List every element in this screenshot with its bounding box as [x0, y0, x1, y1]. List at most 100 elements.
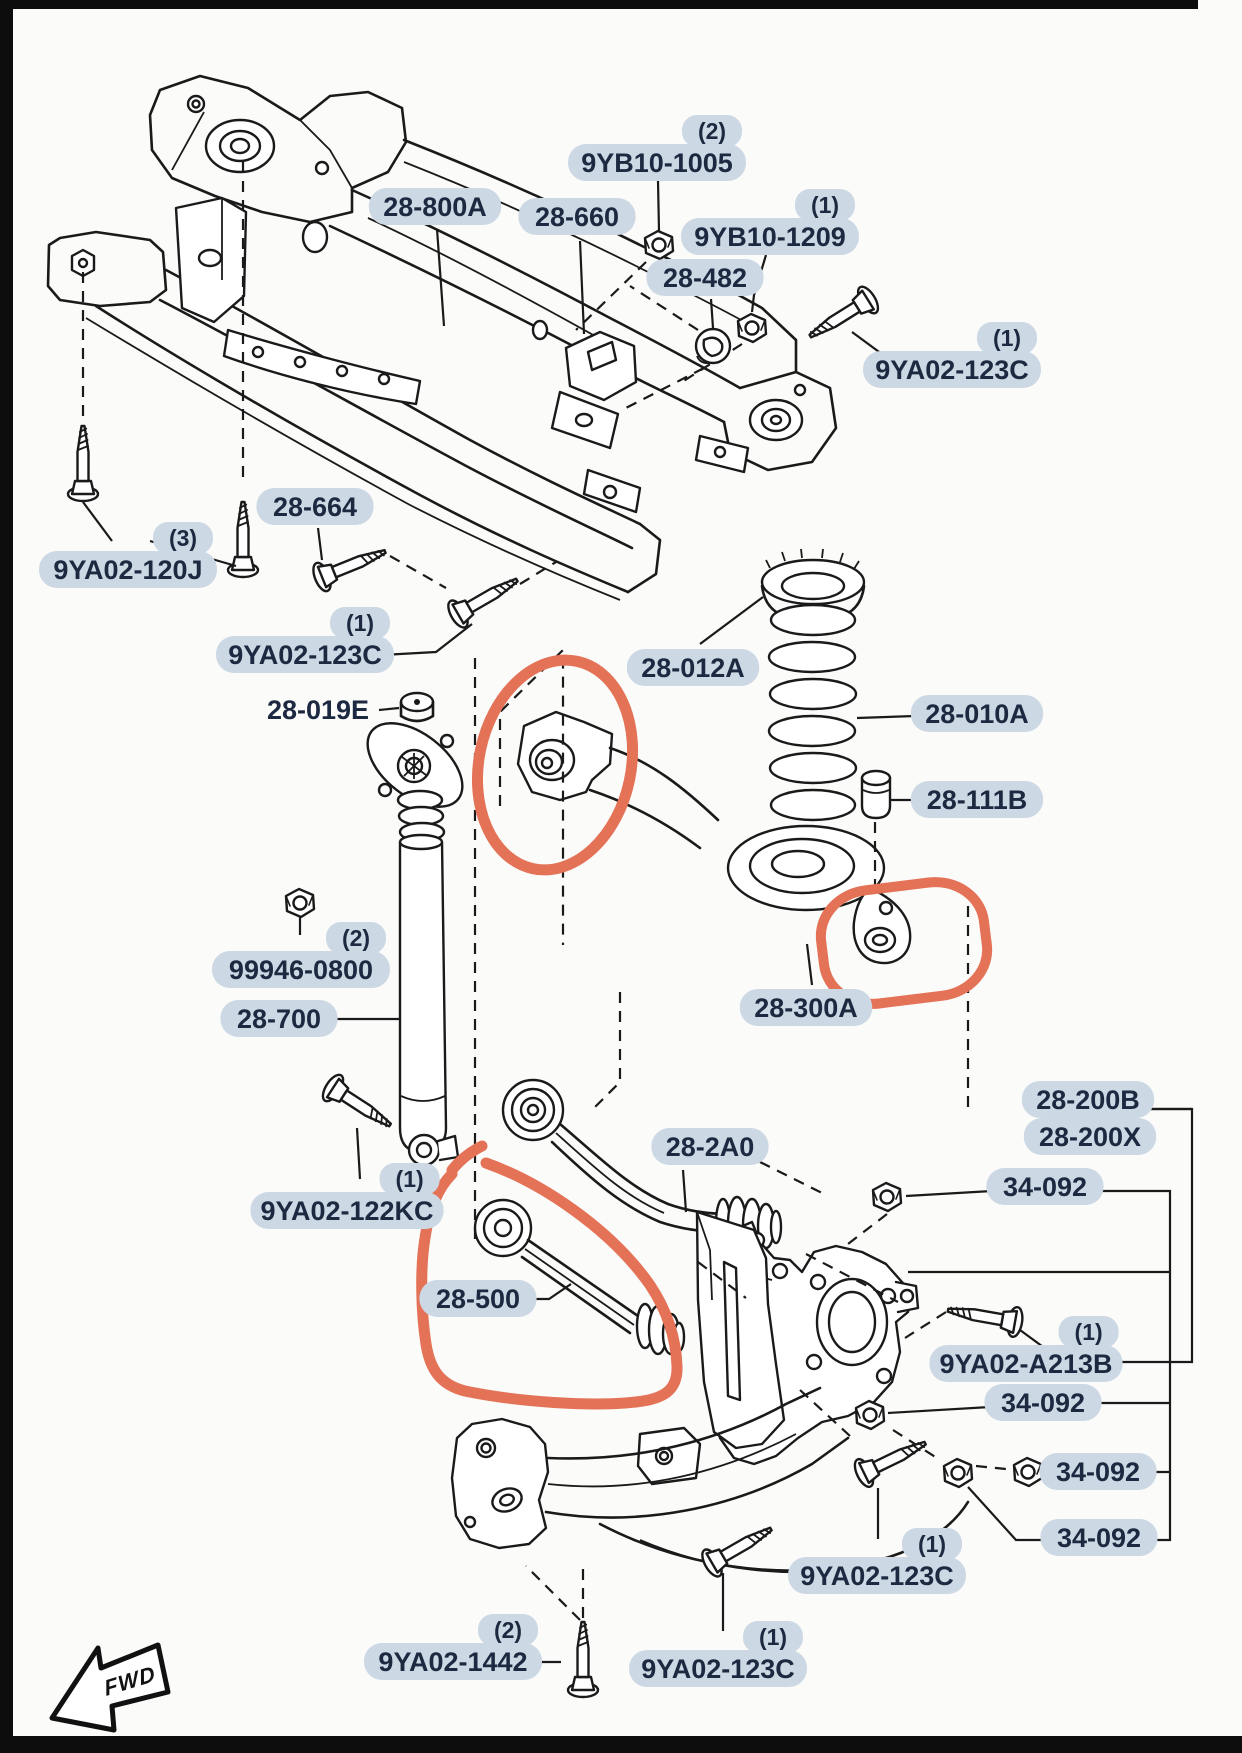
label-pill [651, 1128, 769, 1165]
construction-lines [81, 162, 1007, 1621]
label-pill [1021, 1081, 1155, 1118]
label-pill [256, 488, 374, 525]
part-qty: (1) [759, 1624, 787, 1650]
bolt-28-664 [308, 536, 392, 595]
qty-pill [795, 189, 855, 221]
label-pill [364, 1643, 542, 1680]
bump-stop [860, 769, 892, 820]
bolt-9YA02-122KC [317, 1070, 400, 1139]
part-number: 28-500 [436, 1284, 520, 1314]
label-pill [681, 218, 859, 255]
part-number: 28-200B [1036, 1085, 1140, 1115]
bolt-9YA02-1442 [566, 1620, 600, 1699]
leader-28-300a [805, 943, 814, 986]
label-pill [419, 1280, 537, 1317]
part-label-34-092: 34-092 [1040, 1519, 1158, 1556]
leader-9ya02-122kc [355, 1127, 362, 1180]
part-label-9ya02-123c: (1) 9YA02-123C [629, 1621, 807, 1687]
label-pill [1040, 1519, 1158, 1556]
part-label-28-012a: 28-012A [626, 649, 760, 686]
nut-9YB10-1005 [643, 229, 675, 261]
part-number: 28-010A [925, 699, 1029, 729]
part-number: 9YB10-1005 [581, 148, 733, 178]
part-label-9ya02-123c: (1)9YA02-123C [788, 1528, 966, 1594]
part-label-9ya02-1442: (2)9YA02-1442 [364, 1614, 542, 1680]
part-number: 28-200X [1039, 1122, 1141, 1152]
part-number: 99946-0800 [229, 955, 373, 985]
label-pill [220, 1000, 338, 1037]
part-label-9ya02-120j: (3)9YA02-120J [39, 522, 217, 588]
part-qty: (1) [1075, 1319, 1103, 1345]
part-number: 34-092 [1057, 1523, 1141, 1553]
label-pill [629, 1650, 807, 1687]
part-label-28-200b: 28-200B [1021, 1081, 1155, 1118]
red-stroke-lower-link [446, 1140, 488, 1176]
nut-99946-0800 [284, 887, 316, 919]
red-circle-upper-arm-bushing [471, 654, 639, 876]
part-label-28-010a: 28-010A [910, 695, 1044, 732]
label-pill [626, 649, 760, 686]
part-number: 28-012A [641, 653, 745, 683]
part-number: 9YA02-123C [800, 1561, 954, 1591]
label-pill [250, 1192, 444, 1229]
part-number: 9YA02-1442 [378, 1647, 527, 1677]
leader-28-010a [856, 714, 916, 720]
part-number: 28-2A0 [666, 1132, 755, 1162]
part-number: 34-092 [1001, 1388, 1085, 1418]
qty-pill [902, 1528, 962, 1560]
part-number: 34-092 [1056, 1457, 1140, 1487]
nut-9YB10-1209 [736, 312, 768, 344]
qty-pill [977, 322, 1037, 354]
label-pill [788, 1557, 966, 1594]
spindle-bracket [636, 1210, 786, 1486]
leader-34-092 [905, 1189, 993, 1198]
part-number: 34-092 [1003, 1172, 1087, 1202]
leader-9yb10-1005 [656, 180, 661, 232]
label-pill [212, 951, 390, 988]
part-number: 9YA02-A213B [939, 1349, 1112, 1379]
nut-34-092-3 [942, 1457, 974, 1489]
qty-pill [743, 1621, 803, 1653]
leader-34-092 [967, 1486, 1046, 1542]
bolt-9YA02-123C-left [443, 565, 526, 632]
part-number: 9YA02-123C [875, 355, 1029, 385]
bolt-9YA02-123C-top [801, 282, 884, 350]
part-qty: (1) [993, 325, 1021, 351]
part-number: 9YA02-120J [53, 555, 202, 585]
label-pill [646, 259, 764, 296]
qty-pill [326, 922, 386, 954]
leader-9yb10-1209 [750, 254, 768, 313]
label-pill [910, 695, 1044, 732]
label-pill [518, 198, 636, 235]
qty-pill [1058, 1316, 1119, 1348]
part-label-9ya02-123c: (1)9YA02-123C [216, 607, 394, 673]
label-pill [1039, 1453, 1157, 1490]
lateral-link-lower [473, 1198, 686, 1356]
leader-34-092 [887, 1405, 991, 1415]
part-number: 28-482 [663, 263, 747, 293]
label-pill [368, 188, 502, 225]
part-label-28-482: 28-482 [646, 259, 764, 296]
part-qty: (1) [396, 1166, 424, 1192]
label-pill [739, 989, 873, 1026]
leader-28-012a [699, 596, 764, 645]
part-label-9ya02-a213b: (1) 9YA02-A213B [929, 1316, 1123, 1382]
label-pill [929, 1345, 1123, 1382]
part-label-28-800a: 28-800A [368, 188, 502, 225]
leader-28-800a [435, 228, 446, 327]
part-label-28-300a: 28-300A [739, 989, 873, 1026]
label-pill [39, 551, 217, 588]
part-label-28-111b: 28-111B [910, 781, 1044, 818]
bolt-9YA02-120J-1 [66, 424, 100, 503]
part-label-9ya02-122kc: (1)9YA02-122KC [250, 1163, 444, 1229]
part-number: 28-800A [383, 192, 487, 222]
label-pill [568, 144, 746, 181]
leader-28-660 [578, 240, 586, 335]
part-label-34-092: 34-092 [1039, 1453, 1157, 1490]
part-number: 9YB10-1209 [694, 222, 846, 252]
part-number: 9YA02-123C [641, 1654, 795, 1684]
